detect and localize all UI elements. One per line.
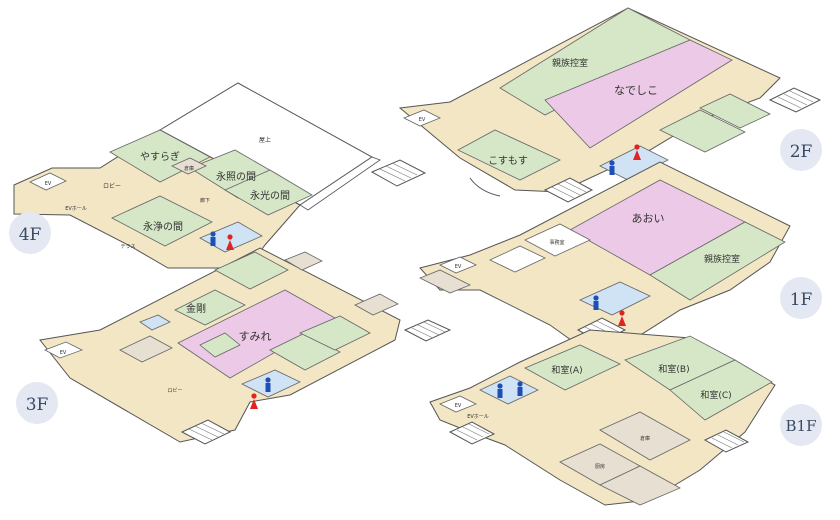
floor-badge-2f: 2F [780, 129, 822, 171]
store-room [171, 157, 207, 175]
female-toilet-icon [618, 310, 626, 326]
floor-2f: 親族控室 なでしこ こすもす EV 2F [398, 7, 822, 203]
room-shinzoku-1f [649, 221, 786, 301]
svg-text:3F: 3F [26, 395, 49, 415]
floor-3f: 金剛 すみれ EV ロビー 3F [16, 247, 452, 445]
entrance-canopy [469, 177, 501, 197]
room-3f-green-d [199, 332, 241, 358]
floor-1f: あおい 親族控室 EV 事務室 1F [419, 161, 822, 349]
room-label-kongo: 金剛 [186, 302, 206, 315]
room-washitsu-a [524, 344, 621, 391]
male-toilet-icon [265, 377, 271, 392]
toilet-area [241, 369, 301, 398]
stairs-icon [180, 419, 232, 445]
stairs-icon [370, 159, 427, 187]
room-label-nadeshiko: なでしこ [614, 84, 658, 97]
stairs-icon [768, 87, 822, 113]
room-label-shinzoku-1f: 親族控室 [704, 253, 740, 265]
hall-nadeshiko [544, 39, 733, 149]
room-label-washitsu-b: 和室(B) [658, 363, 689, 375]
room-1f-gray [419, 269, 471, 294]
room-label-lobby: ロビー [103, 182, 121, 190]
room-3f-green-a [214, 251, 289, 290]
room-label-store: 倉庫 [640, 435, 650, 442]
room-label-sumire: すみれ [239, 330, 272, 343]
room-1f-white-b [489, 245, 546, 273]
stairs-icon [448, 421, 496, 445]
male-toilet-icon [497, 383, 503, 398]
room-label-lobby: ロビー [167, 387, 182, 394]
room-2f-green-a [659, 109, 746, 153]
svg-text:B1F: B1F [786, 417, 817, 435]
room-label-shinzoku-2f: 親族控室 [552, 57, 588, 69]
room-label-yasuragi: やすらぎ [140, 150, 180, 163]
room-washitsu-c [669, 359, 773, 421]
room-3f-green-b [269, 332, 341, 371]
room-label-ev: EV [455, 264, 462, 270]
male-toilet-icon [210, 231, 216, 246]
room-label-hall: 廊下 [200, 197, 210, 204]
room-label-ev: EV [60, 350, 67, 356]
room-label-ev: EV [45, 181, 52, 187]
room-label-washitsu-c: 和室(C) [700, 389, 731, 401]
room-3f-blue [139, 314, 171, 331]
ev-box [439, 395, 477, 413]
room-kongo [174, 289, 246, 326]
ev-box [44, 341, 84, 359]
female-toilet-icon [250, 393, 258, 409]
room-label-office: 事務室 [549, 239, 564, 246]
toilet-area [599, 145, 669, 181]
room-label-ev-hall: EVホール [65, 206, 87, 212]
floor-b1f: 和室(A) 和室(B) 和室(C) EV EVホール 倉庫 厨房 B1F [429, 329, 822, 506]
room-office [524, 223, 591, 257]
stairs-icon [543, 177, 594, 203]
room-label-terrace: テラス [121, 244, 136, 250]
room-kosumosu [457, 129, 561, 181]
svg-text:4F: 4F [19, 225, 42, 245]
room-label-ev-hall: EVホール [467, 414, 489, 420]
room-label-kosumosu: こすもす [488, 155, 528, 167]
room-3f-gray-c [284, 251, 323, 271]
male-toilet-icon [517, 381, 523, 396]
stairs-icon [403, 319, 452, 342]
room-label-aoi: あおい [632, 212, 665, 225]
room-label-kitchen: 厨房 [595, 463, 605, 470]
floor-4f: やすらぎ 永照の間 永光の間 永浄の間 屋上 ロビー EVホール テラス EV … [9, 82, 427, 269]
floor-badge-3f: 3F [16, 382, 58, 424]
toilet-area [479, 375, 539, 405]
room-label-washitsu-a: 和室(A) [551, 364, 582, 376]
room-eiko [224, 169, 313, 216]
room-3f-gray-b [354, 293, 399, 316]
floor-badge-1f: 1F [780, 277, 822, 319]
room-label-eiko: 永光の間 [250, 189, 290, 202]
floor-badge-b1f: B1F [780, 404, 822, 446]
room-label-store: 倉庫 [184, 165, 194, 172]
room-2f-green-b [699, 93, 771, 129]
room-label-eisho: 永照の間 [216, 170, 256, 183]
room-label-ev: EV [419, 117, 426, 123]
room-label-okujo: 屋上 [259, 136, 271, 144]
walkway [299, 156, 381, 211]
room-3f-green-c [299, 315, 371, 351]
ev-box [29, 172, 67, 191]
ev-box [403, 109, 441, 127]
svg-text:1F: 1F [790, 290, 813, 310]
floor-badge-4f: 4F [9, 212, 51, 254]
male-toilet-icon [609, 160, 615, 175]
stairs-icon [703, 429, 750, 453]
room-3f-gray-a [119, 335, 173, 363]
female-toilet-icon [226, 234, 234, 250]
svg-text:2F: 2F [790, 142, 813, 162]
male-toilet-icon [593, 295, 599, 310]
ev-box [439, 256, 477, 274]
room-label-ev: EV [455, 403, 462, 409]
room-eijo [111, 195, 213, 247]
room-label-eijo: 永浄の間 [143, 220, 183, 233]
female-toilet-icon [633, 144, 641, 160]
room-store [599, 411, 691, 461]
room-b1-gray [599, 465, 681, 506]
